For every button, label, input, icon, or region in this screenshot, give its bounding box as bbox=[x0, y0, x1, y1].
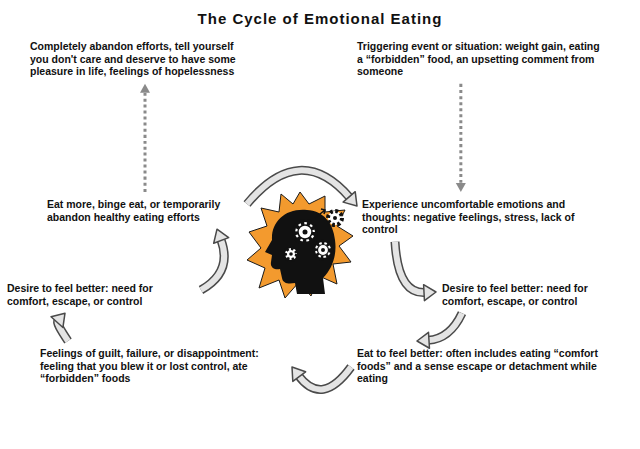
arrow-outline bbox=[299, 367, 351, 389]
gear bbox=[285, 248, 297, 260]
node-text: Desire to feel better: need for comfort,… bbox=[7, 282, 195, 307]
text-block: Experience uncomfortable emotions and th… bbox=[360, 196, 610, 238]
node-text: Eat more, binge eat, or temporarily aban… bbox=[47, 198, 243, 223]
cycle-arrow bbox=[292, 367, 351, 389]
arrow-outline bbox=[395, 242, 425, 293]
arrow-outline bbox=[201, 239, 224, 290]
diagram-title: The Cycle of Emotional Eating bbox=[0, 10, 640, 27]
arrow-outline bbox=[428, 313, 462, 340]
gear bbox=[295, 222, 315, 242]
orange-splash bbox=[247, 192, 353, 298]
arrow-body bbox=[201, 239, 224, 290]
gear bbox=[315, 242, 331, 258]
arrow-head bbox=[140, 84, 150, 93]
text-block: Feelings of guilt, failure, or disappoin… bbox=[38, 345, 288, 387]
node-text: Triggering event or situation: weight ga… bbox=[357, 40, 605, 78]
arrow-body bbox=[395, 242, 425, 293]
arrow-body bbox=[299, 367, 351, 389]
cycle-arrow bbox=[201, 229, 229, 290]
node-text: Feelings of guilt, failure, or disappoin… bbox=[40, 347, 286, 385]
text-block: Completely abandon efforts, tell yoursel… bbox=[28, 38, 256, 80]
head-illustration bbox=[245, 188, 355, 303]
motion-arrow bbox=[315, 209, 325, 218]
arrow-head bbox=[343, 192, 357, 206]
arrow-head bbox=[214, 229, 229, 243]
text-block: Eat to feel better: often includes eatin… bbox=[355, 345, 623, 387]
arrow-head bbox=[417, 332, 429, 348]
node-text: Experience uncomfortable emotions and th… bbox=[362, 198, 608, 236]
arrow-body bbox=[428, 313, 462, 340]
dotted-arrow bbox=[140, 84, 150, 192]
text-block: Desire to feel better: need for comfort,… bbox=[5, 280, 197, 309]
arrow-head bbox=[456, 183, 466, 192]
cycle-arrow bbox=[417, 313, 462, 348]
arrow-line bbox=[144, 92, 147, 192]
arrow-line bbox=[459, 84, 462, 184]
text-block: Desire to feel better: need for comfort,… bbox=[440, 280, 632, 309]
node-text: Completely abandon efforts, tell yoursel… bbox=[30, 40, 254, 78]
head-silhouette bbox=[265, 210, 336, 294]
text-block: Eat more, binge eat, or temporarily aban… bbox=[45, 196, 245, 225]
cycle-arrow bbox=[395, 242, 436, 301]
arrow-head bbox=[51, 313, 65, 327]
node-text: Eat to feel better: often includes eatin… bbox=[357, 347, 621, 385]
arrow-head bbox=[424, 285, 436, 301]
node-text: Desire to feel better: need for comfort,… bbox=[442, 282, 630, 307]
gear bbox=[328, 211, 342, 225]
arrow-head bbox=[292, 367, 306, 381]
text-block: Triggering event or situation: weight ga… bbox=[355, 38, 607, 80]
dotted-arrow bbox=[456, 84, 466, 192]
cycle-arrow bbox=[51, 313, 68, 341]
